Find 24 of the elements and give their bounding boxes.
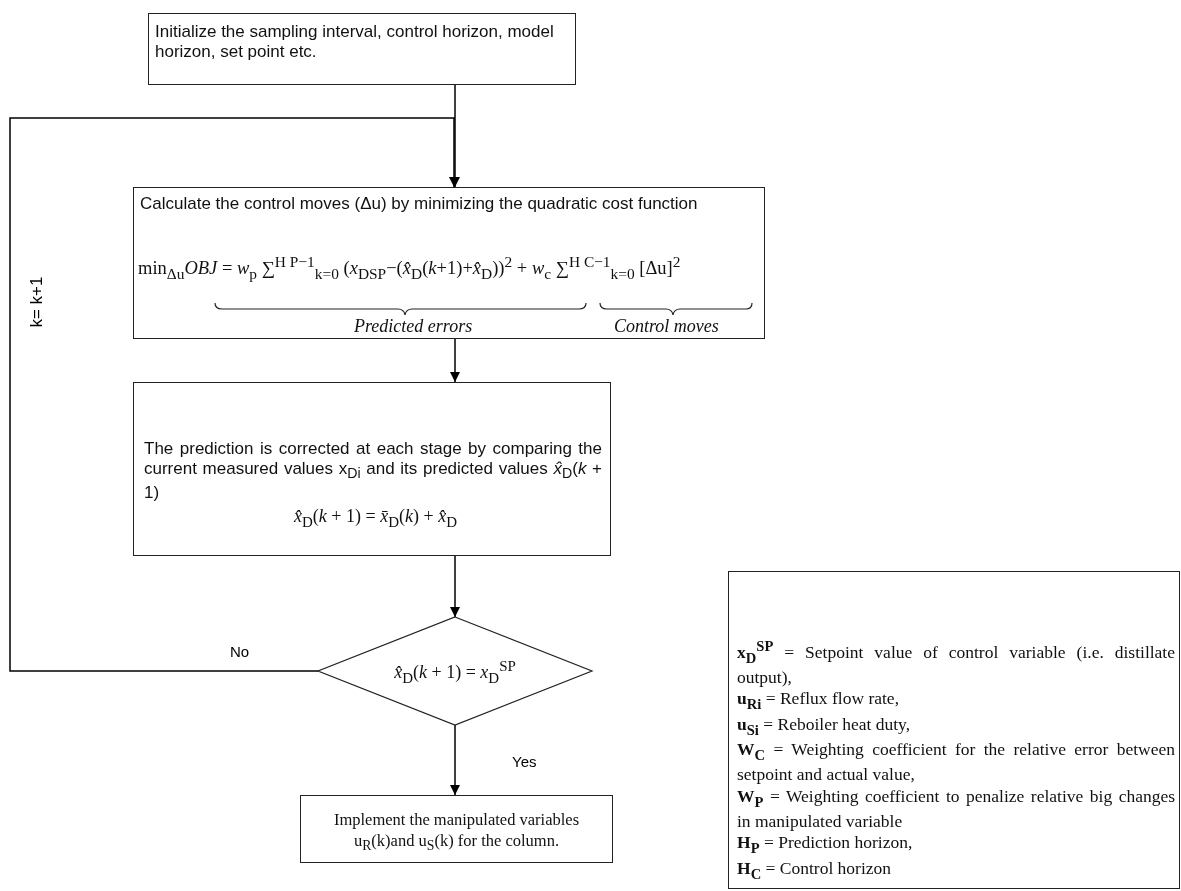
definition-text: u$_{Ri}$ = Reflux flow rate, xyxy=(737,688,900,714)
step-text: Implement the manipulated variables u$_{R}$(k)and u$_{S}$(k) for the column. xyxy=(332,810,581,855)
decision-diamond xyxy=(318,617,592,725)
process-box xyxy=(300,795,613,863)
process-box xyxy=(133,187,765,339)
brace-label: Predicted errors xyxy=(354,315,473,338)
definition-text: H$_{P}$ = Prediction horizon, xyxy=(737,832,914,858)
step-text: The prediction is corrected at each stage by comparing the current measured values x$_{Di}$ and its predicted values x̂$_{D}$(k + 1) xyxy=(144,439,602,504)
process-box xyxy=(148,13,576,85)
correction-formula: x̂$_{D}$(k + 1) = x̄$_{D}$(k) + x̂$_{D}$ xyxy=(294,505,457,532)
step-text: Initialize the sampling interval, control horizon, model horizon, set point etc. xyxy=(155,22,555,63)
definition-text: W$_{P}$ = Weighting coefficient to penalize relative big changes in manipulated variable xyxy=(737,785,1175,833)
arrow xyxy=(450,338,460,383)
step-text: Calculate the control moves (Δu) by minimizing the quadratic cost function xyxy=(140,194,699,215)
arrow xyxy=(450,555,460,618)
definition-text: u$_{Si}$ = Reboiler heat duty, xyxy=(737,713,912,739)
definition-text: x$_{D}$$^{SP}$ = Setpoint value of control variable (i.e. distillate output), xyxy=(737,638,1175,689)
brace-label: Control moves xyxy=(614,315,719,338)
definition-text: W$_{C}$ = Weighting coefficient for the relative error between setpoint and actual value, xyxy=(737,739,1175,786)
cost-function-formula: min$_{Δu}$OBJ = w$_{p}$ ∑$^{H P−1}$$_{k=0}$ (x$_{DSP}$−(x̂$_{D}$(k+1)+x̂$_{D}$))$^{2}$ + w$_{c}$ ∑$^{H C−1}$$_{k=0}$ [Δu]$^{2}$ xyxy=(138,252,681,284)
arrow xyxy=(450,724,460,796)
definition-box xyxy=(728,571,1180,889)
definition-text: H$_{C}$ = Control horizon xyxy=(737,857,893,883)
process-box xyxy=(133,382,611,556)
